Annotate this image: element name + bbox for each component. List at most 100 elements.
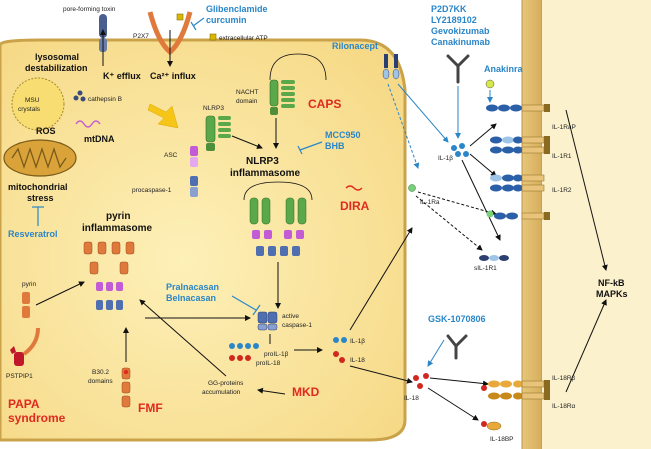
il18-cell-label: IL-18 xyxy=(350,357,365,364)
cathepsin-label: cathepsin B xyxy=(88,96,122,103)
il1b-cell-icon xyxy=(333,337,347,343)
il1ra-icon xyxy=(408,184,416,192)
proil1b-label: proIL-1β xyxy=(264,351,289,358)
disease-papa-line2: syndrome xyxy=(8,411,66,425)
il18bp-label: IL-18BP xyxy=(490,436,514,443)
il1rap-label: IL-1RaP xyxy=(552,124,576,131)
msu-label-2: crystals xyxy=(18,106,41,113)
pyrin-inflammasome-label-1: pyrin xyxy=(106,211,130,222)
anti-il1b-antibody-icon xyxy=(446,54,470,84)
nlrp3-to-inflammasome-arrow xyxy=(231,135,263,149)
drug-pralnacasan: Pralnacasan xyxy=(166,282,219,292)
nlrp3-inflammasome-label-2: inflammasome xyxy=(230,168,300,179)
activation-arrow-icon xyxy=(147,103,179,129)
pyrin-inflammasome-complex-icon xyxy=(83,241,135,310)
msu-label-1: MSU xyxy=(25,97,40,104)
anakinra-icon xyxy=(485,79,495,89)
disease-dira: DIRA xyxy=(340,199,370,213)
k-efflux-label: K⁺ efflux xyxy=(103,71,141,81)
lysosome-icon xyxy=(11,77,65,131)
gg-label-2: accumulation xyxy=(202,389,241,396)
drug-resveratrol: Resveratrol xyxy=(8,229,58,239)
b302-label-2: domains xyxy=(88,378,113,385)
proil18-label: proIL-18 xyxy=(256,360,281,367)
il1rap-receptor-icon xyxy=(486,104,550,112)
sil1r1-icon xyxy=(479,255,509,261)
inhibit-p2x7-line xyxy=(192,17,205,27)
atp-legend-icon xyxy=(209,33,217,41)
il18bp-icon xyxy=(481,421,502,431)
ca-influx-label: Ca²⁺ influx xyxy=(150,71,196,81)
nlrp3-monomer-label: NLRP3 xyxy=(203,105,224,112)
disease-caps: CAPS xyxy=(308,97,341,111)
lysosomal-label-1: lysosomal xyxy=(35,52,79,62)
drug-curcumin: curcumin xyxy=(206,15,247,25)
il1-signal-arrow xyxy=(565,109,608,271)
drug-gevokizumab: Gevokizumab xyxy=(431,26,490,36)
active-caspase-label-2: caspase-1 xyxy=(282,322,312,329)
rilonacept-il1b-arrow xyxy=(397,83,449,143)
target-cell-membrane xyxy=(522,0,542,449)
pore-forming-toxin-label: pore-forming toxin xyxy=(63,6,116,13)
il18rb-label: IL-18Rβ xyxy=(552,375,576,382)
pyrin-inflammasome-label-2: inflammasome xyxy=(82,223,152,234)
rilonacept-icon xyxy=(382,54,400,80)
drug-rilonacept: Rilonacept xyxy=(332,41,378,51)
active-caspase1-icon xyxy=(257,311,278,331)
anti-il18-antibody-icon xyxy=(446,334,468,360)
disease-papa-line1: PAPA xyxy=(8,397,40,411)
gg-label-1: GG-proteins xyxy=(208,380,244,387)
asc-icon xyxy=(190,146,198,156)
pyrin-label: pyrin xyxy=(22,281,36,288)
il1b-cell-label: IL-1β xyxy=(350,338,365,345)
procaspase-icon xyxy=(190,176,198,186)
target-cell-cytoplasm xyxy=(542,0,651,449)
extracellular-atp-label: extracellular ATP xyxy=(219,35,268,42)
drug-anakinra: Anakinra xyxy=(484,64,524,74)
il18-signal-arrow xyxy=(565,299,607,393)
p2x7-label: P2X7 xyxy=(133,33,149,40)
gsk-il18-arrow xyxy=(427,339,445,367)
mtdna-label: mtDNA xyxy=(84,134,115,144)
disease-mkd: MKD xyxy=(292,385,320,399)
il18-receptor-complex-icon xyxy=(481,380,550,400)
mitochondrion-icon xyxy=(3,139,77,177)
drug-mcc950: MCC950 xyxy=(325,130,361,140)
gg-to-inflammasome-arrow xyxy=(139,299,227,377)
pstpip1-icon xyxy=(10,327,40,366)
sil1r1-label: sIL-1R1 xyxy=(474,265,497,272)
nfkb-label: NF-kB xyxy=(598,278,625,288)
active-caspase-label-1: active xyxy=(282,313,299,320)
il1r1-receptor-complex-icon xyxy=(490,136,550,154)
il1r1-label: IL-1R1 xyxy=(552,153,572,160)
il1b-secretion-arrow xyxy=(349,227,413,331)
nacht-label-1: NACHT xyxy=(236,89,258,96)
il1b-ext-label: IL-1β xyxy=(438,155,453,162)
pyrin-to-inflammasome-arrow xyxy=(35,281,85,306)
il1ra-label: IL-1Ra xyxy=(420,199,440,206)
mapks-label: MAPKs xyxy=(596,289,628,299)
il1r1-il1ra-receptor-icon xyxy=(486,210,550,220)
mito-stress-label-2: stress xyxy=(27,193,54,203)
proil1b-icon xyxy=(229,343,259,349)
il18-cell-icon xyxy=(333,351,345,363)
drug-gsk1070806: GSK-1070806 xyxy=(428,314,486,324)
nlrp3-inflammasome-complex-icon xyxy=(243,181,313,256)
mito-stress-label-1: mitochondrial xyxy=(8,182,68,192)
il18ra-label: IL-18Rα xyxy=(552,403,576,410)
il18-ext-label: IL-18 xyxy=(404,395,419,402)
nlrp3-monomer-icon xyxy=(205,115,231,151)
mkd-arrow xyxy=(257,387,286,395)
drug-bhb: BHB xyxy=(325,141,345,151)
il18-extracellular-icon xyxy=(413,373,429,389)
pyrin-monomer-icon xyxy=(22,292,30,318)
nacht-label-2: domain xyxy=(236,98,258,105)
pstpip1-label: PSTPIP1 xyxy=(6,373,33,380)
fmf-pyrin-icon xyxy=(121,367,131,408)
asc-label: ASC xyxy=(164,152,178,159)
procaspase-label: procaspase-1 xyxy=(132,187,172,194)
disease-fmf: FMF xyxy=(138,401,163,415)
il1b-extracellular-icon xyxy=(451,143,469,157)
